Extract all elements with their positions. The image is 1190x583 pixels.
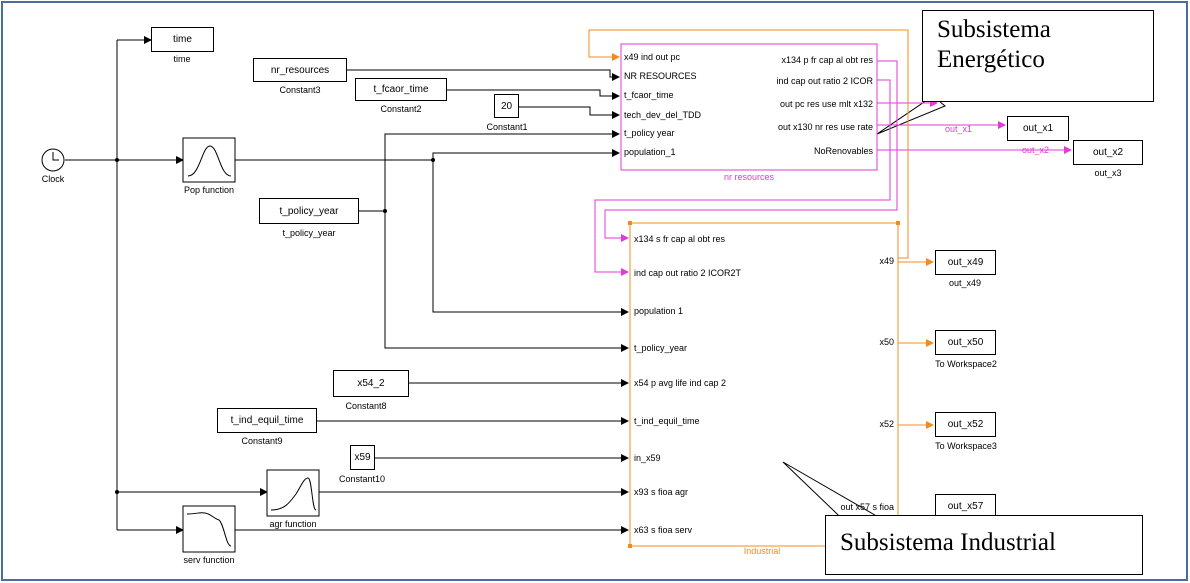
industrial-subsystem-frame (629, 222, 899, 547)
out-x49-label: out_x49 (947, 257, 984, 268)
pop-function-caption: Pop function (183, 185, 235, 195)
wire-pop (235, 149, 620, 161)
out-x50-block[interactable]: out_x50 (935, 330, 996, 355)
t-fcaor-time-label: t_fcaor_time (373, 84, 429, 95)
wire-tpol (359, 130, 620, 212)
out-x57-label: out_x57 (947, 501, 984, 512)
wire-fcaor (447, 89, 620, 100)
industrial-output-port: x52 (879, 419, 894, 429)
nr-resources-label: nr_resources (270, 64, 330, 76)
industrial-input-port: ind cap out ratio 2 ICOR2T (634, 268, 742, 278)
x54-2-caption: Constant8 (345, 401, 387, 411)
out-x49-caption: out_x49 (948, 278, 982, 288)
t-ind-equil-time-block[interactable]: t_ind_equil_time (217, 408, 317, 433)
wire-nr (347, 69, 620, 81)
nr-input-port: tech_dev_del_TDD (624, 110, 702, 120)
industrial-input-port: x134 s fr cap al obt res (634, 234, 726, 244)
wire-pop-ind (432, 160, 629, 316)
constant-20-label: 20 (500, 100, 513, 112)
nr-resources-caption: Constant3 (279, 85, 321, 95)
t-policy-year-block[interactable]: t_policy_year (259, 198, 359, 224)
out-x2-label: out_x2 (1092, 147, 1124, 158)
out-x50-caption: To Workspace2 (935, 359, 997, 369)
industrial-subsystem-name: Industrial (743, 546, 781, 556)
x54-2-label: x54_2 (357, 378, 385, 389)
out-x52-caption: To Workspace3 (935, 441, 997, 451)
clock-caption: Clock (41, 174, 65, 184)
industrial-output-port: out x57 s fioa (840, 502, 894, 512)
nr-resources-block[interactable]: nr_resources (253, 58, 347, 82)
time-label: time (173, 34, 192, 45)
nr-output-port: ind cap out ratio 2 ICOR (776, 76, 873, 86)
nr-output-port: NoRenovables (813, 146, 873, 156)
x59-caption: Constant10 (338, 474, 386, 484)
out-x2-caption: out_x3 (1094, 168, 1122, 178)
nr-input-port: x49 ind out pc (624, 52, 681, 62)
x59-block[interactable]: x59 (350, 445, 375, 470)
wire-c20 (519, 106, 620, 119)
wire-x49-trunk (588, 29, 909, 259)
out-x52-block[interactable]: out_x52 (935, 412, 996, 437)
out-x49-block[interactable]: out_x49 (935, 250, 996, 275)
time-caption: time (173, 54, 191, 64)
out-x52-label: out_x52 (947, 419, 984, 430)
agr-function-caption: agr function (269, 519, 317, 529)
industrial-input-port: t_ind_equil_time (634, 416, 700, 426)
serv-function-caption: serv function (183, 555, 235, 565)
industrial-input-port: x54 p avg life ind cap 2 (634, 378, 727, 388)
agr-function-icon (266, 469, 320, 517)
industrial-input-port: population 1 (634, 306, 684, 316)
constant-20-caption: Constant1 (486, 122, 528, 132)
industrial-output-port: x49 (879, 256, 894, 266)
nr-output-port: out x130 nr res use rate (777, 122, 873, 132)
nr-output-port: x134 p fr cap al obt res (781, 55, 873, 65)
nr-input-port: population_1 (624, 147, 676, 157)
signal-label-out-x1: out_x1 (945, 124, 973, 134)
x59-label: x59 (354, 452, 371, 463)
t-fcaor-time-block[interactable]: t_fcaor_time (355, 78, 447, 101)
x54-2-block[interactable]: x54_2 (333, 370, 409, 397)
out-x2-block[interactable]: out_x2 (1073, 140, 1143, 165)
industrial-output-port: x50 (879, 337, 894, 347)
nr-input-port: NR RESOURCES (624, 71, 697, 81)
serv-function-icon (182, 505, 236, 553)
wire-x134-out (604, 60, 898, 242)
t-policy-year-caption: t_policy_year (282, 228, 336, 238)
out-x1-block[interactable]: out_x1 (1007, 116, 1069, 141)
industrial-input-port: x63 s fioa serv (634, 525, 693, 535)
callout-energy: Subsistema Energético (922, 10, 1154, 102)
time-block[interactable]: time (151, 27, 214, 52)
industrial-input-port: x93 s fioa agr (634, 487, 689, 497)
out-x50-label: out_x50 (947, 337, 984, 348)
wire-icor-out (594, 79, 891, 276)
constant-20-block[interactable]: 20 (494, 94, 519, 118)
out-x1-label: out_x1 (1022, 123, 1054, 134)
nr-subsystem-name: nr resources (723, 172, 775, 182)
industrial-input-port: in_x59 (634, 453, 661, 463)
nr-input-port: t_fcaor_time (624, 90, 674, 100)
clock-icon (41, 148, 65, 172)
t-ind-equil-time-caption: Constant9 (241, 436, 283, 446)
nr-subsystem-frame (620, 43, 878, 171)
nr-input-port: t_policy year (624, 128, 675, 138)
nr-output-port: out pc res use mlt x132 (779, 99, 873, 109)
industrial-input-port: t_policy_year (634, 343, 688, 353)
signal-label-out-x2: out_x2 (1022, 145, 1050, 155)
t-ind-equil-time-label: t_ind_equil_time (230, 415, 304, 426)
pop-function-icon (182, 137, 236, 183)
wire-tpol-ind (384, 211, 629, 352)
t-fcaor-time-caption: Constant2 (380, 104, 422, 114)
t-policy-year-label: t_policy_year (279, 205, 339, 217)
callout-industrial: Subsistema Industrial (825, 515, 1143, 575)
